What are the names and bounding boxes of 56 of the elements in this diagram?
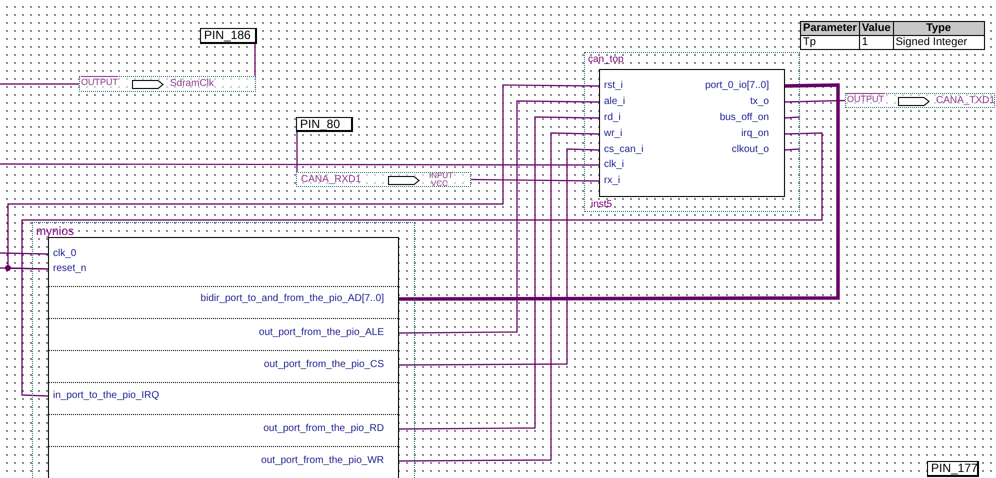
port-label: out_port_from_the_pio_CS bbox=[191, 358, 399, 372]
port-label: cs_can_i bbox=[599, 143, 679, 157]
port-label: irq_on bbox=[724, 127, 784, 141]
port-label: out_port_from_the_pio_WR bbox=[191, 454, 399, 468]
wire bbox=[0, 267, 48, 270]
table-cell: Signed Integer bbox=[893, 36, 984, 50]
pin-name: CANA_TXD1 bbox=[936, 95, 995, 106]
wire bbox=[254, 44, 256, 76]
port-label: clk_0 bbox=[48, 247, 148, 261]
table-header-cell: Type bbox=[893, 22, 984, 36]
pin-assignment-label: PIN_80 bbox=[296, 117, 353, 132]
table-header-cell: Parameter bbox=[800, 22, 860, 36]
pin-name: SdramClk bbox=[170, 78, 214, 89]
port-label: reset_n bbox=[48, 262, 148, 276]
wire bbox=[7, 84, 599, 270]
port-label: bidir_port_to_and_from_the_pio_AD[7..0] bbox=[141, 292, 399, 306]
output-pin bbox=[845, 93, 995, 108]
wire bbox=[471, 178, 599, 182]
bus-wire bbox=[399, 83, 840, 301]
default-value-label: VCC bbox=[431, 179, 448, 188]
block-name: can_top bbox=[588, 54, 624, 65]
wire bbox=[784, 148, 800, 151]
input-pin bbox=[296, 172, 471, 187]
wire bbox=[784, 100, 846, 103]
table-cell: Tp bbox=[800, 36, 860, 50]
wire bbox=[0, 252, 48, 255]
port-label: rd_i bbox=[599, 111, 679, 125]
output-pin bbox=[79, 76, 256, 92]
port-label: wr_i bbox=[599, 127, 679, 141]
pin-assignment-label: PIN_186 bbox=[200, 28, 257, 44]
pin-assignment-label: PIN_177 bbox=[927, 461, 979, 477]
pin-type-label: OUTPUT bbox=[847, 94, 884, 104]
pin-name: CANA_RXD1 bbox=[301, 174, 362, 185]
table-header-cell: Value bbox=[859, 22, 894, 36]
wire bbox=[0, 83, 79, 85]
table-cell: 1 bbox=[859, 36, 894, 50]
block-instance-frame bbox=[584, 52, 800, 212]
port-label: tx_o bbox=[724, 95, 784, 109]
port-label: rx_i bbox=[599, 174, 679, 188]
pin-type-label: OUTPUT bbox=[81, 77, 118, 87]
wire bbox=[399, 100, 599, 334]
port-label: in_port_to_the_pio_IRQ bbox=[48, 389, 248, 403]
pin-type-label: INPUT bbox=[429, 171, 453, 180]
wire bbox=[784, 116, 800, 119]
port-label: out_port_from_the_pio_RD bbox=[191, 422, 399, 436]
port-label: bus_off_on bbox=[694, 111, 784, 125]
wire bbox=[296, 132, 298, 172]
block-name: mynios bbox=[36, 224, 74, 238]
wire bbox=[0, 163, 599, 166]
port-label: clkout_o bbox=[704, 143, 784, 157]
port-label: clk_i bbox=[599, 158, 679, 172]
port-label: ale_i bbox=[599, 95, 679, 109]
instance-name: inst5 bbox=[591, 199, 612, 210]
wire bbox=[21, 132, 823, 397]
port-label: out_port_from_the_pio_ALE bbox=[191, 326, 399, 340]
wire bbox=[399, 148, 600, 366]
